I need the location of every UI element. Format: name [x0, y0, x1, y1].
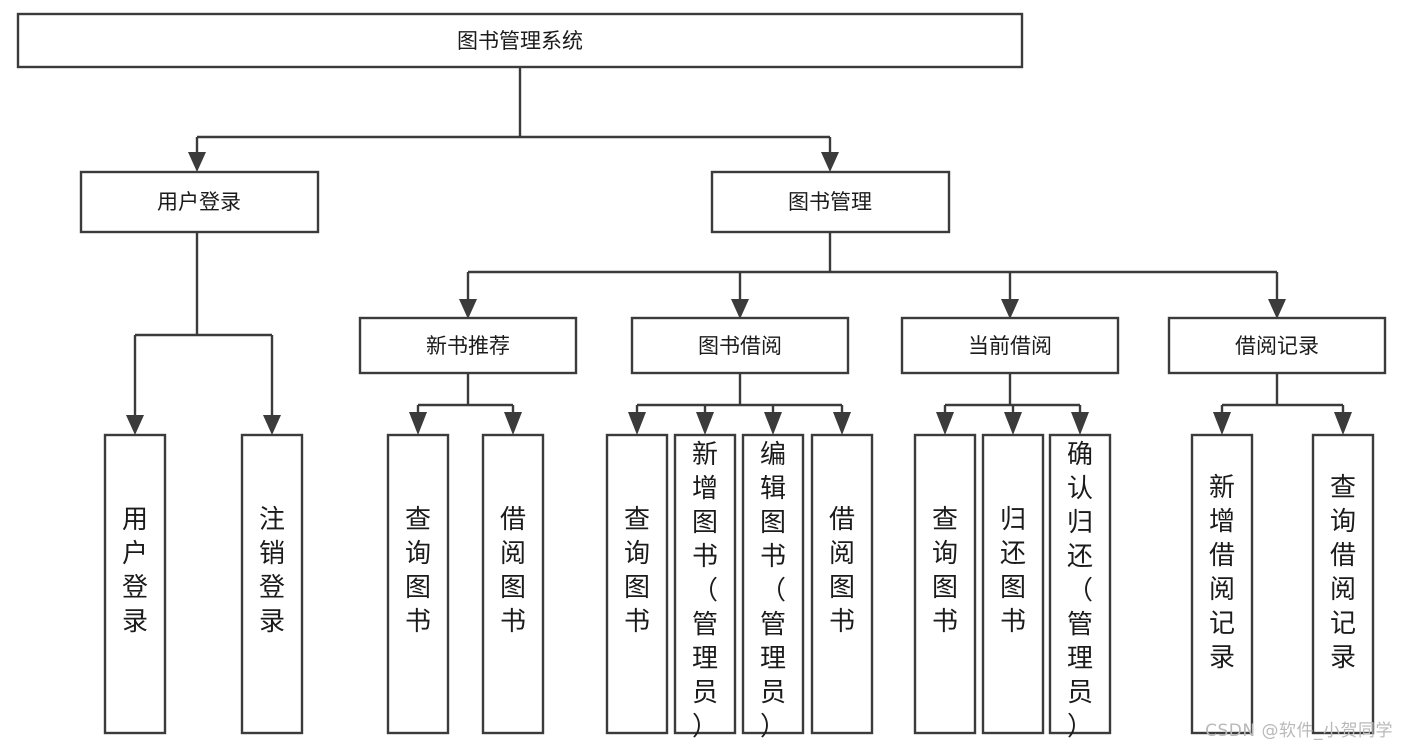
- node-leaf-confirm-return-box[interactable]: [1048, 433, 1112, 735]
- node-leaf-confirm-return[interactable]: 确认归还（管理员）: [1048, 433, 1112, 742]
- node-leaf-user-login-box[interactable]: [103, 433, 167, 735]
- node-leaf-add-record-label: 新增借阅记录: [1209, 473, 1235, 673]
- node-current-borrow-box[interactable]: [900, 316, 1120, 375]
- node-book-borrow-label: 图书借阅: [698, 334, 782, 358]
- arrow-user-login-leaf-1: [126, 415, 144, 435]
- node-leaf-add-record[interactable]: 新增借阅记录: [1190, 433, 1254, 735]
- arrow-borrow-record-leaf-2: [1334, 412, 1352, 435]
- node-leaf-borrow-book-1-box[interactable]: [481, 433, 545, 735]
- arrow-new-book-leaf-1: [409, 412, 427, 435]
- node-book-borrow-box[interactable]: [630, 316, 850, 375]
- node-leaf-query-book-2[interactable]: 查询图书: [605, 433, 669, 735]
- arrow-new-book-leaf-2: [504, 412, 522, 435]
- node-leaf-user-login[interactable]: 用户登录: [103, 433, 167, 735]
- node-user-login-label: 用户登录: [157, 190, 241, 214]
- node-book-management[interactable]: 图书管理: [710, 170, 951, 234]
- arrow-book-borrow-leaf-1: [628, 412, 646, 435]
- node-leaf-add-book-box[interactable]: [673, 433, 737, 735]
- node-leaf-borrow-book-2-box[interactable]: [810, 433, 874, 735]
- arrow-root-to-user-login: [188, 152, 206, 172]
- node-leaf-query-book-1-label: 查询图书: [405, 505, 431, 637]
- node-leaf-borrow-book-2[interactable]: 借阅图书: [810, 433, 874, 735]
- node-user-login-box[interactable]: [79, 170, 320, 234]
- arrow-borrow-record-leaf-1: [1213, 412, 1231, 435]
- arrow-bm-to-book-borrow: [731, 299, 749, 319]
- node-leaf-edit-book[interactable]: 编辑图书（管理员）: [741, 433, 805, 742]
- node-book-borrow[interactable]: 图书借阅: [630, 316, 850, 375]
- node-leaf-add-book[interactable]: 新增图书（管理员）: [673, 433, 737, 742]
- arrow-book-borrow-leaf-4: [833, 412, 851, 435]
- arrow-book-borrow-leaf-3: [764, 412, 782, 435]
- node-leaf-edit-book-box[interactable]: [741, 433, 805, 735]
- node-book-management-label: 图书管理: [788, 190, 872, 214]
- connector-layer: [126, 67, 1352, 435]
- arrow-bm-to-current-borrow: [1001, 299, 1019, 319]
- node-leaf-query-record-label: 查询借阅记录: [1330, 473, 1356, 673]
- node-leaf-query-book-3-box[interactable]: [913, 433, 977, 735]
- arrow-current-borrow-leaf-3: [1071, 412, 1089, 435]
- node-leaf-borrow-book-2-label: 借阅图书: [829, 505, 855, 637]
- node-leaf-query-book-1-box[interactable]: [386, 433, 450, 735]
- node-current-borrow[interactable]: 当前借阅: [900, 316, 1120, 375]
- node-leaf-borrow-book-1-label: 借阅图书: [500, 505, 526, 637]
- arrow-bm-to-borrow-record: [1268, 299, 1286, 319]
- arrow-current-borrow-leaf-1: [936, 412, 954, 435]
- arrow-bm-to-new-book-recommend: [459, 299, 477, 319]
- leaf-layer: 用户登录 注销登录 查询图书 借阅图书 查询图书 新增图书（管理员）: [103, 433, 1375, 742]
- node-leaf-query-book-3-label: 查询图书: [932, 505, 958, 637]
- node-current-borrow-label: 当前借阅: [968, 334, 1052, 358]
- node-new-book-recommend-box[interactable]: [358, 316, 578, 375]
- node-leaf-user-logout[interactable]: 注销登录: [240, 433, 304, 735]
- node-leaf-return-book-box[interactable]: [981, 433, 1045, 735]
- node-leaf-edit-book-label: 编辑图书（管理员）: [760, 440, 786, 742]
- node-new-book-recommend-label: 新书推荐: [426, 334, 510, 358]
- arrow-book-borrow-leaf-2: [696, 412, 714, 435]
- node-leaf-user-logout-box[interactable]: [240, 433, 304, 735]
- node-root-label: 图书管理系统: [457, 29, 583, 53]
- node-borrow-record[interactable]: 借阅记录: [1167, 316, 1387, 375]
- node-leaf-query-book-2-box[interactable]: [605, 433, 669, 735]
- node-user-login[interactable]: 用户登录: [79, 170, 320, 234]
- node-leaf-query-book-1[interactable]: 查询图书: [386, 433, 450, 735]
- node-borrow-record-box[interactable]: [1167, 316, 1387, 375]
- node-leaf-query-record[interactable]: 查询借阅记录: [1311, 433, 1375, 735]
- node-root-box[interactable]: [16, 12, 1024, 69]
- node-leaf-add-record-box[interactable]: [1190, 433, 1254, 735]
- node-leaf-borrow-book-1[interactable]: 借阅图书: [481, 433, 545, 735]
- node-leaf-return-book[interactable]: 归还图书: [981, 433, 1045, 735]
- node-leaf-add-book-label: 新增图书（管理员）: [692, 440, 718, 742]
- arrow-current-borrow-leaf-2: [1004, 412, 1022, 435]
- node-leaf-query-book-3[interactable]: 查询图书: [913, 433, 977, 735]
- node-leaf-query-record-box[interactable]: [1311, 433, 1375, 735]
- node-book-management-box[interactable]: [710, 170, 951, 234]
- node-leaf-user-login-label: 用户登录: [122, 505, 148, 637]
- node-borrow-record-label: 借阅记录: [1235, 334, 1319, 358]
- node-leaf-query-book-2-label: 查询图书: [624, 505, 650, 637]
- arrow-user-login-leaf-2: [263, 415, 281, 435]
- arrow-root-to-book-management: [821, 152, 839, 172]
- node-new-book-recommend[interactable]: 新书推荐: [358, 316, 578, 375]
- node-root[interactable]: 图书管理系统: [16, 12, 1024, 69]
- node-leaf-confirm-return-label: 确认归还（管理员）: [1067, 440, 1093, 742]
- node-leaf-user-logout-label: 注销登录: [259, 505, 285, 637]
- node-leaf-return-book-label: 归还图书: [1000, 505, 1026, 637]
